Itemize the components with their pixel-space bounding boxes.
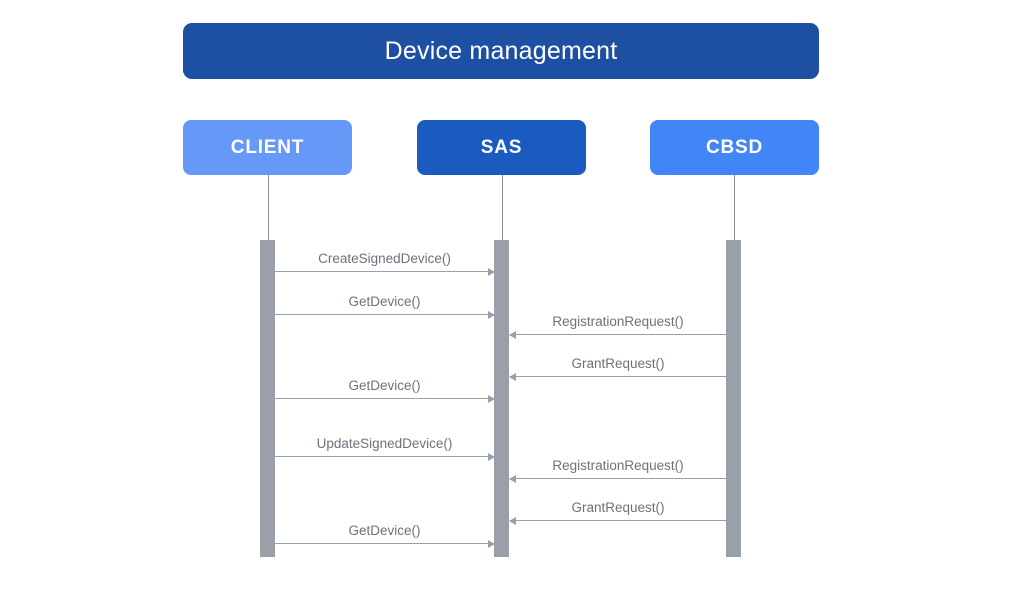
page-title: Device management xyxy=(384,36,618,65)
arrowhead-left-icon xyxy=(509,330,516,339)
message-label: CreateSignedDevice() xyxy=(318,250,451,266)
arrowhead-left-icon xyxy=(509,372,516,381)
message-label: RegistrationRequest() xyxy=(552,313,684,329)
arrowhead-left-icon xyxy=(509,516,516,525)
message-line xyxy=(275,314,494,315)
arrowhead-right-icon xyxy=(488,452,495,461)
message-line xyxy=(510,376,726,377)
lifeline-header-sas[interactable]: SAS xyxy=(417,120,586,175)
activation-bar-client xyxy=(260,240,275,557)
message-label: RegistrationRequest() xyxy=(552,457,684,473)
arrowhead-left-icon xyxy=(509,474,516,483)
message-line xyxy=(510,334,726,335)
message-line xyxy=(275,543,494,544)
arrowhead-right-icon xyxy=(488,310,495,319)
message-line xyxy=(275,398,494,399)
diagram-title-bar: Device management xyxy=(183,23,819,79)
lifeline-label-client: CLIENT xyxy=(230,137,305,158)
message-label: GetDevice() xyxy=(348,377,421,393)
message-line xyxy=(275,271,494,272)
message-label: GrantRequest() xyxy=(571,499,665,515)
arrowhead-right-icon xyxy=(488,539,495,548)
arrowhead-right-icon xyxy=(488,267,495,276)
lifeline-label-cbsd: CBSD xyxy=(705,137,764,158)
message-label: GetDevice() xyxy=(348,293,421,309)
message-label: UpdateSignedDevice() xyxy=(316,435,453,451)
message-line xyxy=(510,520,726,521)
lifeline-label-sas: SAS xyxy=(480,137,523,158)
message-line xyxy=(275,456,494,457)
activation-bar-cbsd xyxy=(726,240,741,557)
message-label: GetDevice() xyxy=(348,522,421,538)
message-label: GrantRequest() xyxy=(571,355,665,371)
message-line xyxy=(510,478,726,479)
lifeline-header-cbsd[interactable]: CBSD xyxy=(650,120,819,175)
arrowhead-right-icon xyxy=(488,394,495,403)
lifeline-header-client[interactable]: CLIENT xyxy=(183,120,352,175)
activation-bar-sas xyxy=(494,240,509,557)
